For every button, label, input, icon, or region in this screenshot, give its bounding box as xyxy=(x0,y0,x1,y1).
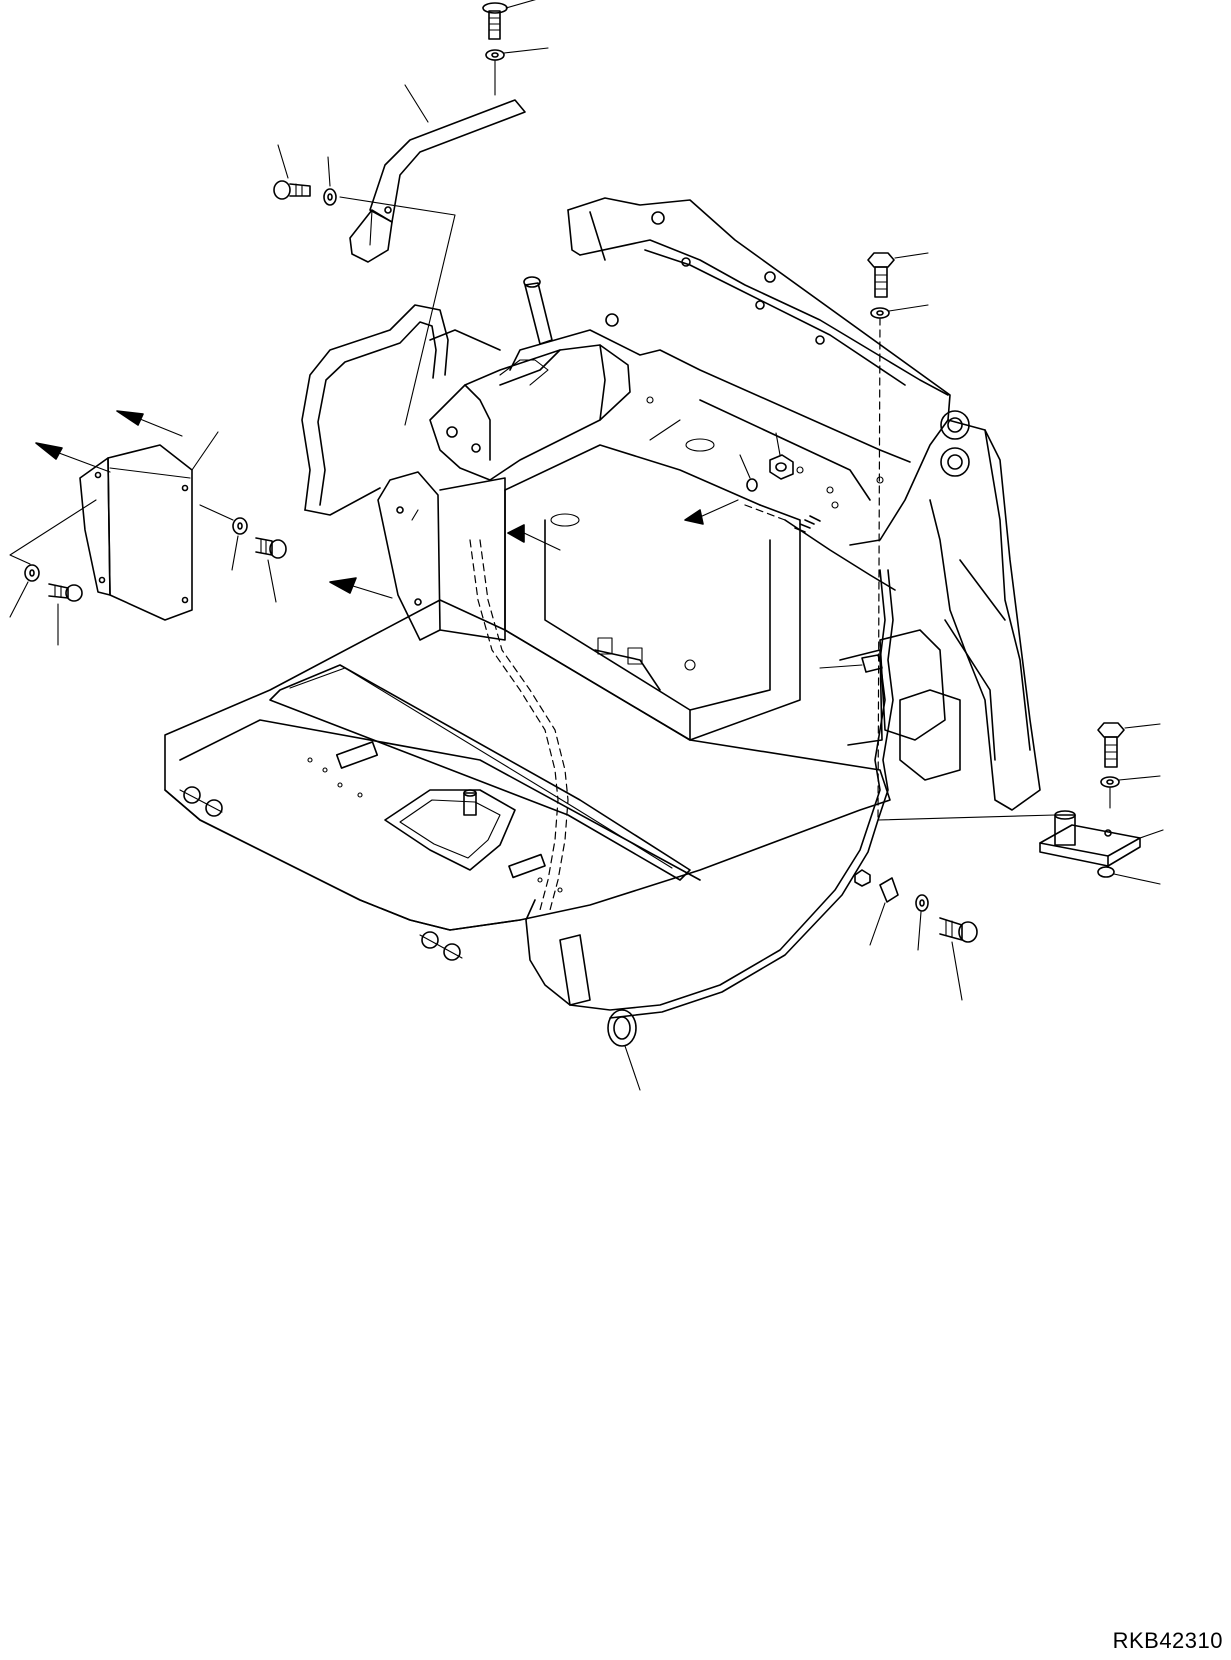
right-washer-cover xyxy=(199,504,248,571)
left-washer-lower xyxy=(9,499,97,618)
left-cover xyxy=(79,431,219,621)
right-bolt-cover xyxy=(255,537,287,603)
lower-washer xyxy=(915,894,929,951)
rear-right-washer-lower xyxy=(1097,866,1161,885)
cable-clamp-frame xyxy=(819,654,883,673)
floor-plate xyxy=(164,599,891,1006)
grommet xyxy=(607,1009,641,1091)
right-upper-bolt xyxy=(867,252,929,298)
left-bolt-lower xyxy=(48,583,83,646)
bracket-washer xyxy=(323,156,337,206)
top-washer xyxy=(485,47,549,96)
center-nut xyxy=(769,432,794,480)
lower-bolt xyxy=(939,917,978,1001)
revolving-frame xyxy=(429,197,1041,811)
install-arrow-center xyxy=(684,499,739,525)
lower-cable-clamp xyxy=(854,869,899,946)
lock-lever-box xyxy=(429,276,631,481)
rear-right-washer-upper xyxy=(1100,775,1161,809)
figure-code: RKB42310 xyxy=(1112,1628,1223,1653)
rear-right-bracket xyxy=(1039,810,1164,867)
upper-bracket xyxy=(349,84,526,263)
rear-right-bolt xyxy=(1097,722,1161,768)
top-bolt xyxy=(482,0,537,40)
install-arrow-right xyxy=(507,524,561,551)
left-arrow-lower xyxy=(35,442,111,473)
side-panel xyxy=(377,471,506,641)
bracket-bolt xyxy=(273,144,311,200)
install-arrow-left xyxy=(329,577,393,599)
right-upper-washer xyxy=(870,304,929,821)
handrail xyxy=(301,304,449,516)
left-arrow-upper xyxy=(116,410,183,437)
center-washer xyxy=(739,454,758,492)
